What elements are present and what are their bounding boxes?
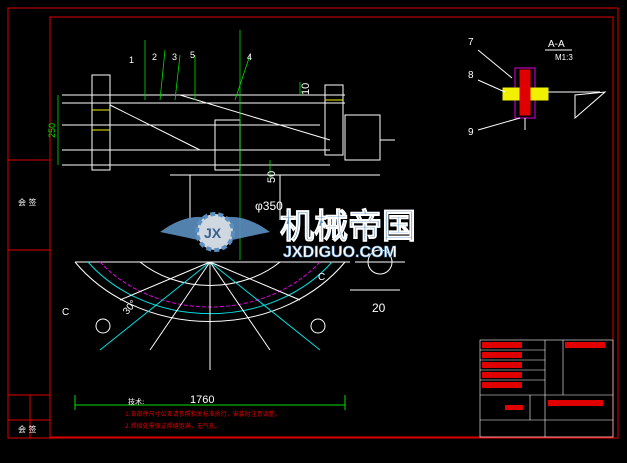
section-scale: M1:3	[555, 53, 573, 62]
chamfer-c-right: C	[318, 272, 325, 283]
part-number-3: 4	[247, 52, 252, 62]
part-number-7: 7	[468, 37, 474, 48]
title-block	[479, 339, 614, 438]
title-block-fill	[482, 342, 605, 410]
part-number-4: 1	[129, 55, 134, 65]
part-number-5: 5	[190, 50, 195, 60]
lower-plan-view	[74, 249, 405, 410]
section-label: A-A	[548, 39, 565, 50]
dim-phi350: φ350	[255, 199, 283, 213]
watermark-brand-en: JXDIGUO.COM	[283, 244, 397, 261]
upper-yellow-parts	[92, 99, 343, 131]
upper-assembly-view	[62, 74, 395, 220]
watermark-brand-cn: 机械帝国	[280, 207, 416, 247]
part-number-1: 2	[152, 52, 157, 62]
watermark: JX 机械帝国 JXDIGUO.COM	[160, 207, 416, 261]
dim-250: 250	[47, 123, 57, 138]
section-aa-view	[477, 49, 607, 131]
watermark-logo-text: JX	[204, 225, 222, 241]
part-number-2: 3	[172, 52, 177, 62]
chamfer-c-left: C	[62, 307, 69, 318]
dim-50: 50	[266, 171, 278, 183]
dim-20: 20	[372, 301, 386, 315]
drawing-frame	[7, 7, 619, 439]
watermark-logo-icon: JX	[160, 212, 270, 252]
dim-10: 10	[300, 83, 312, 95]
note-2: 2.焊接处需保证焊缝饱满，无气孔。	[125, 422, 221, 430]
left-stamp-1: 会 签	[18, 197, 37, 207]
part-number-8: 8	[468, 70, 474, 81]
notes-title: 技术:	[128, 397, 144, 406]
part-number-9: 9	[468, 127, 474, 138]
note-1: 1.各部件尺寸公差请参照相关标准执行，安装时注意调整。	[125, 410, 281, 418]
dim-1760: 1760	[190, 394, 214, 406]
left-stamp-2: 会 签	[18, 424, 37, 434]
